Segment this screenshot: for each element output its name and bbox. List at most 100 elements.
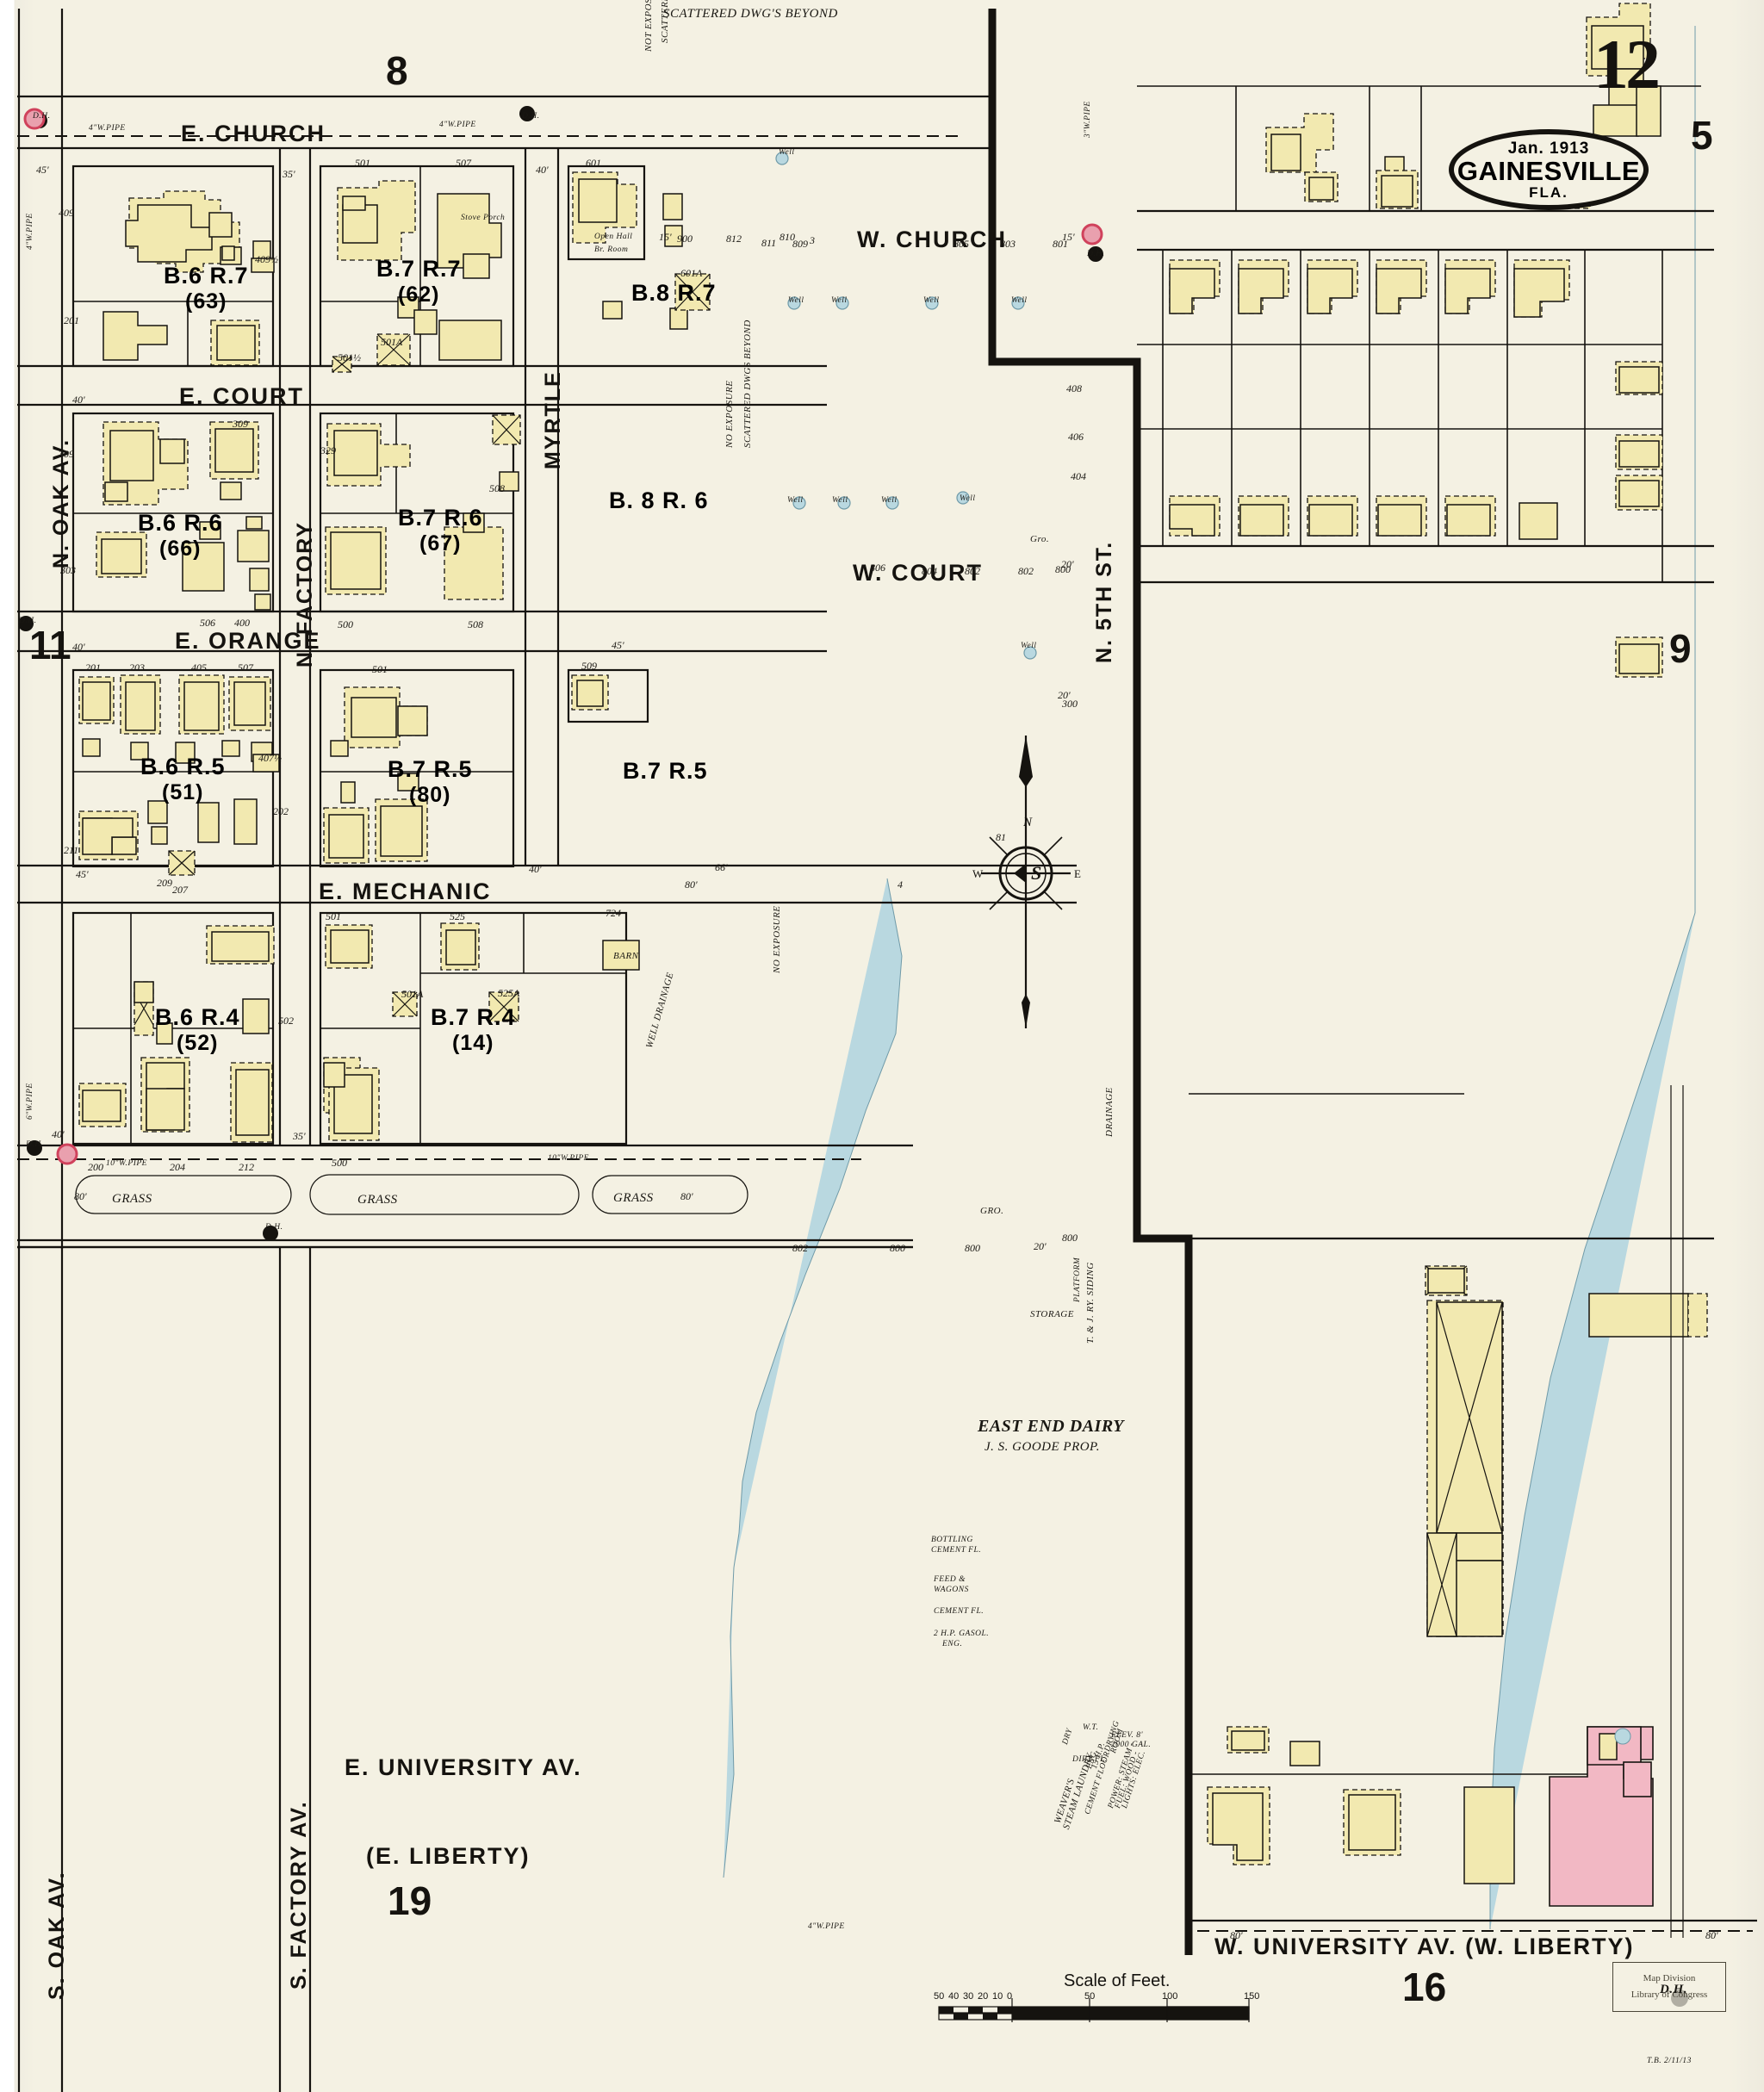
street-label-w-court: W. COURT bbox=[853, 560, 983, 586]
block-label-b86: B. 8 R. 6 bbox=[609, 487, 709, 514]
dimension-label: 80' bbox=[1705, 1929, 1718, 1941]
stamp-line-1: Map Division bbox=[1643, 1973, 1696, 1984]
house-number: 400 bbox=[234, 617, 250, 629]
house-number: 507 bbox=[238, 661, 253, 674]
block-number: (63) bbox=[185, 289, 227, 313]
railway-siding-label: T. & J. RY. SIDING bbox=[1085, 1262, 1096, 1344]
house-number: 309 bbox=[59, 448, 74, 460]
house-number: 802 bbox=[965, 565, 980, 577]
east-end-dairy-name: EAST END DAIRY bbox=[978, 1417, 1125, 1436]
grocery-label-2: Gro. bbox=[1030, 534, 1050, 544]
house-number: 409 bbox=[59, 207, 74, 219]
svg-text:E: E bbox=[1074, 867, 1081, 880]
house-number: 209 bbox=[157, 877, 172, 889]
scale-tick: 10 bbox=[992, 1991, 1003, 2002]
house-number: 4 bbox=[898, 878, 903, 891]
water-tank-label: W.T. bbox=[1083, 1723, 1099, 1732]
house-number: 508 bbox=[468, 618, 483, 630]
scale-tick: 20 bbox=[978, 1991, 989, 2002]
house-number: 407½ bbox=[258, 752, 282, 764]
house-number: 508 bbox=[489, 482, 505, 494]
edge-page-right-mid[interactable]: 9 bbox=[1669, 626, 1692, 671]
street-label-n-5th-st: N. 5TH ST. bbox=[1092, 540, 1116, 663]
house-number: 309 bbox=[233, 418, 248, 430]
scale-title: Scale of Feet. bbox=[1064, 1971, 1171, 1990]
block-label-b64: B.6 R.4(52) bbox=[155, 1004, 240, 1056]
water-pipe-10in: 10"W.PIPE bbox=[106, 1159, 147, 1168]
library-of-congress-stamp: Map Division Library of Congress bbox=[1612, 1962, 1726, 2012]
house-number: 211 bbox=[64, 844, 79, 856]
block-code: B.6 R.4 bbox=[155, 1004, 240, 1030]
house-number: 81 bbox=[996, 831, 1006, 843]
stove-porch-label: Stove Porch bbox=[461, 214, 506, 222]
wagons-label: WAGONS bbox=[934, 1586, 969, 1594]
not-exposure-a: NOT EXPOSURE bbox=[643, 0, 654, 52]
well-d: Well bbox=[923, 296, 940, 305]
scale-tick: 150 bbox=[1244, 1991, 1260, 2002]
block-label-b87: B.8 R.7 bbox=[631, 280, 717, 307]
block-label-b77: B.7 R.7(62) bbox=[376, 256, 462, 307]
block-code: B.7 R.4 bbox=[431, 1004, 516, 1030]
dimension-label: 80' bbox=[74, 1190, 87, 1202]
sheet-number-12: 12 bbox=[1593, 25, 1661, 103]
house-number: 200 bbox=[88, 1161, 103, 1173]
dimension-label: 66' bbox=[715, 861, 728, 873]
dimension-label: 40' bbox=[72, 394, 85, 406]
well-c: Well bbox=[831, 296, 848, 305]
gasoline-engine-2: ENG. bbox=[942, 1640, 963, 1648]
block-code: B.8 R.7 bbox=[631, 280, 717, 306]
edge-page-top-left[interactable]: 8 bbox=[386, 48, 408, 93]
street-label-e-orange: E. ORANGE bbox=[175, 628, 321, 654]
svg-text:N: N bbox=[1022, 816, 1033, 829]
house-number: 203 bbox=[129, 661, 145, 674]
title-cartouche: Jan. 1913 GAINESVILLE FLA. bbox=[1449, 129, 1649, 210]
water-pipe-3in: 3"W.PIPE bbox=[1084, 101, 1092, 138]
house-number: 329 bbox=[320, 444, 336, 456]
house-number: 408 bbox=[1066, 382, 1082, 394]
block-code: B.6 R.5 bbox=[140, 754, 226, 779]
house-number: 525A bbox=[498, 987, 520, 999]
title-date: Jan. 1913 bbox=[1507, 139, 1590, 158]
block-label-b85: B.7 R.5 bbox=[623, 758, 708, 785]
edge-page-right-top[interactable]: 5 bbox=[1691, 113, 1713, 158]
bottling-label: BOTTLING bbox=[931, 1536, 973, 1544]
well-i: Well bbox=[960, 494, 976, 503]
door-hydrant-b: D.H. bbox=[522, 112, 540, 121]
block-label-b66: B.6 R.6(66) bbox=[138, 510, 223, 562]
house-number: 404 bbox=[1071, 470, 1086, 482]
scale-tick: 50 bbox=[934, 1991, 945, 2002]
platform-label: PLATFORM bbox=[1073, 1257, 1082, 1302]
house-number: 207 bbox=[172, 884, 188, 896]
dimension-label: 45' bbox=[36, 164, 49, 176]
title-state: FLA. bbox=[1529, 183, 1568, 201]
dimension-label: 20' bbox=[1061, 558, 1074, 570]
house-number: 812 bbox=[726, 233, 742, 245]
block-code: B.7 R.5 bbox=[388, 756, 473, 782]
edge-page-bottom-left[interactable]: 19 bbox=[388, 1878, 432, 1923]
block-code: B.7 R.5 bbox=[623, 758, 708, 784]
house-number: 804 bbox=[922, 565, 937, 577]
scale-tick: 40 bbox=[948, 1991, 960, 2002]
edge-page-bottom-right[interactable]: 16 bbox=[1402, 1965, 1447, 2009]
feed-cement-floor: CEMENT FL. bbox=[934, 1607, 984, 1616]
edge-page-left-mid[interactable]: 11 bbox=[29, 623, 71, 667]
well-b: Well bbox=[788, 296, 804, 305]
house-number: 501 bbox=[355, 157, 370, 169]
dimension-label: 80' bbox=[680, 1190, 693, 1202]
door-hydrant-d: D.H. bbox=[19, 617, 37, 625]
house-number: 601A bbox=[680, 267, 703, 279]
well-j: Well bbox=[1021, 642, 1037, 650]
well-h: Well bbox=[881, 496, 898, 505]
house-number: 806 bbox=[870, 562, 885, 574]
block-label-b75: B.7 R.5(80) bbox=[388, 756, 473, 808]
dimension-label: 40' bbox=[536, 164, 549, 176]
house-number: 501 bbox=[372, 663, 388, 675]
street-label-w-university-av-w-liberty: W. UNIVERSITY AV. (W. LIBERTY) bbox=[1214, 1934, 1635, 1959]
br-room-label: Br. Room bbox=[594, 245, 629, 254]
street-label-myrtle: MYRTLE bbox=[541, 370, 565, 469]
svg-text:W: W bbox=[972, 867, 984, 880]
well-a: Well bbox=[779, 148, 795, 157]
block-code: B.6 R.7 bbox=[164, 263, 249, 289]
house-number: 802 bbox=[1018, 565, 1034, 577]
